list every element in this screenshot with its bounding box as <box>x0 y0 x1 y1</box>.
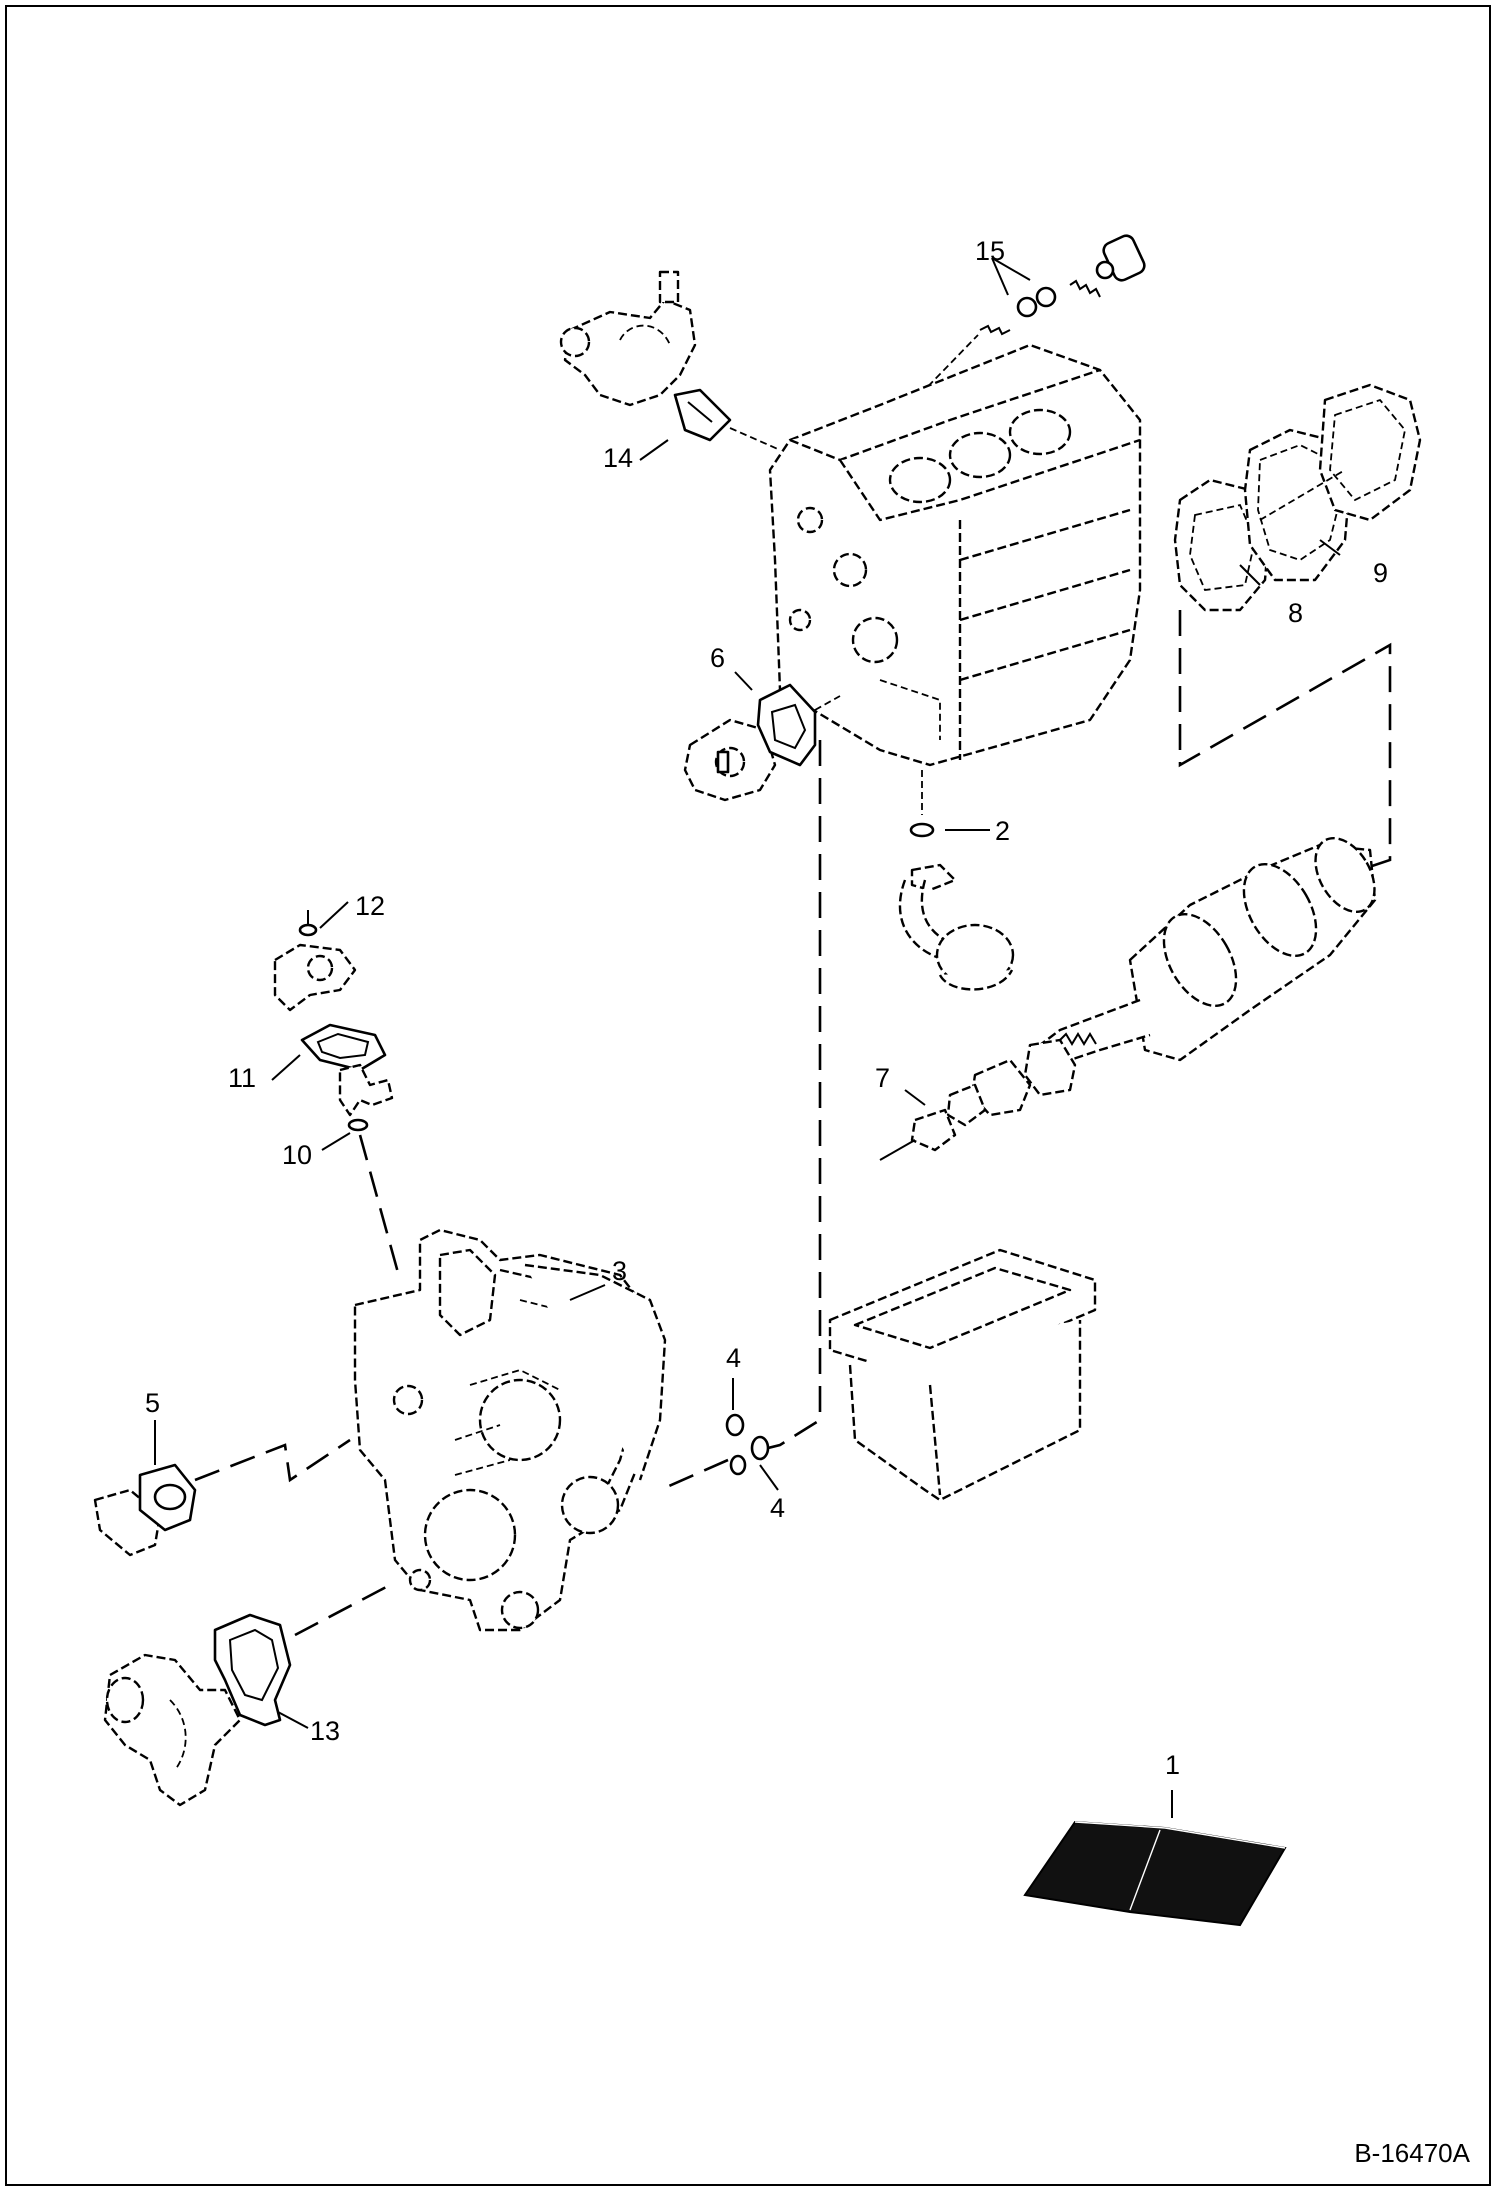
connector-line-cover <box>194 1438 351 1483</box>
callout-11: 11 <box>228 1063 257 1093</box>
connector-line-orings <box>659 1458 729 1492</box>
rear-cover <box>1318 383 1422 522</box>
oil-strainer <box>898 770 1015 991</box>
crankshaft <box>1038 836 1377 1067</box>
gear-case-gasket <box>524 1263 667 1481</box>
diagram-frame <box>5 5 1491 2186</box>
fuel-pump <box>559 270 781 451</box>
connector-line-thermostat <box>358 1134 402 1281</box>
oil-seal-cover <box>138 1463 197 1532</box>
engine-block <box>768 343 1142 767</box>
connector-line-waterpump <box>294 1583 391 1637</box>
callout-4-upper: 4 <box>726 1343 742 1373</box>
callout-1: 1 <box>1165 1750 1181 1780</box>
oil-pump <box>683 718 777 802</box>
figure-id: B-16470A <box>1354 2138 1470 2168</box>
thermostat-valve <box>338 1063 394 1132</box>
leader-lines <box>154 257 1341 1818</box>
o-rings <box>725 1413 770 1476</box>
water-pump <box>103 1653 242 1807</box>
connector-line-right <box>1178 610 1392 877</box>
callout-10: 10 <box>282 1140 313 1170</box>
oil-pan <box>828 1248 1097 1502</box>
callout-12: 12 <box>355 891 386 921</box>
gasket-kit <box>1023 1820 1287 1927</box>
callout-14: 14 <box>603 443 634 473</box>
crankshaft-gears <box>879 1038 1077 1161</box>
thermostat-cover <box>273 910 357 1012</box>
callout-5: 5 <box>145 1388 161 1418</box>
callout-13: 13 <box>310 1716 341 1746</box>
callout-9: 9 <box>1373 558 1389 588</box>
callout-2: 2 <box>995 816 1011 846</box>
callout-6: 6 <box>710 643 726 673</box>
connector-line-center <box>759 740 822 1452</box>
callout-3: 3 <box>612 1256 628 1286</box>
callout-7: 7 <box>875 1063 891 1093</box>
callout-4-lower: 4 <box>770 1493 786 1523</box>
oil-pump-gasket <box>756 683 817 767</box>
callout-15: 15 <box>975 236 1006 266</box>
callout-8: 8 <box>1288 598 1304 628</box>
water-pump-gasket <box>213 1613 292 1727</box>
thermostat-gasket <box>300 1023 387 1072</box>
